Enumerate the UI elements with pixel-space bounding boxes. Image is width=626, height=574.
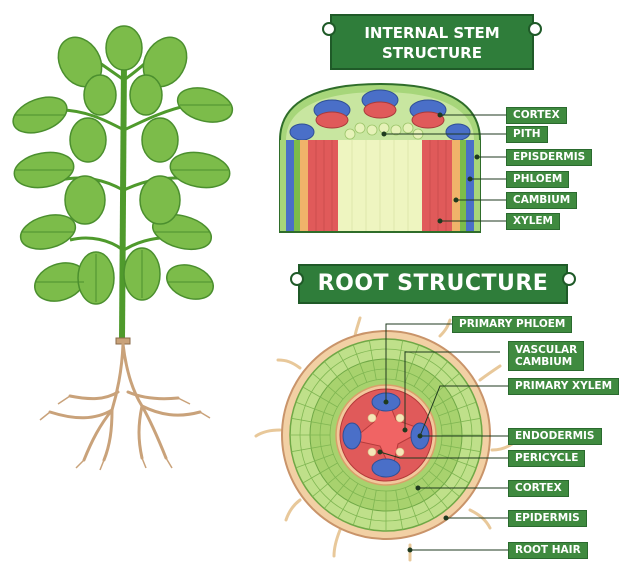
root-section-illustration	[254, 316, 514, 562]
stem-label-episdermis: EPISDERMIS	[506, 149, 593, 166]
root-label-epidermis: EPIDERMIS	[508, 510, 587, 527]
root-label-vascular: VASCULAR	[515, 344, 578, 356]
root-leader-lines	[377, 323, 508, 553]
root-label-vascular-cambium: VASCULAR CAMBIUM	[508, 341, 585, 371]
stem-label-cortex: CORTEX	[506, 107, 567, 124]
stem-title-line-1: INTERNAL STEM	[364, 24, 500, 42]
stem-section-illustration	[279, 82, 481, 233]
root-label-root-hair: ROOT HAIR	[508, 542, 588, 559]
root-label-pericycle: PERICYCLE	[508, 450, 586, 467]
stem-label-xylem: XYLEM	[506, 213, 561, 230]
plant-illustration	[12, 25, 234, 471]
root-label-cambium: CAMBIUM	[515, 356, 573, 368]
root-title: ROOT STRUCTURE	[317, 271, 549, 296]
stem-label-pith: PITH	[506, 126, 548, 143]
root-label-primary-phloem: PRIMARY PHLOEM	[452, 316, 573, 333]
stem-title-banner: INTERNAL STEM STRUCTURE	[322, 14, 542, 70]
stem-leader-lines	[381, 112, 506, 224]
root-label-primary-xylem: PRIMARY XYLEM	[508, 378, 620, 395]
stem-label-phloem: PHLOEM	[506, 171, 570, 188]
root-title-banner: ROOT STRUCTURE	[290, 264, 576, 304]
stem-label-cambium: CAMBIUM	[506, 192, 578, 209]
stem-title-line-2: STRUCTURE	[382, 44, 482, 62]
root-label-cortex: CORTEX	[508, 480, 569, 497]
root-label-endodermis: ENDODERMIS	[508, 428, 602, 445]
